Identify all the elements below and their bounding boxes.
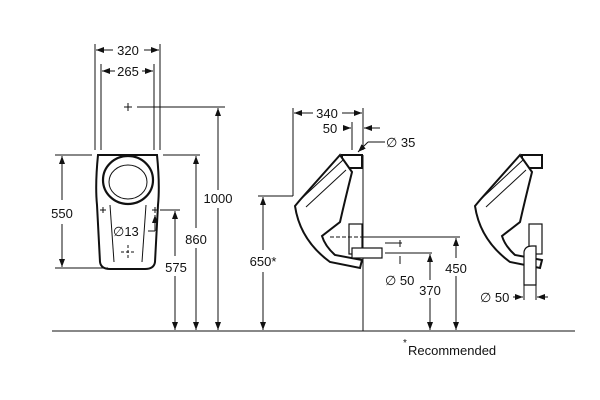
dim-outlet-height: 370 <box>419 283 441 298</box>
side-view-vertical-outlet: ∅ 50 <box>473 153 548 305</box>
footnote: * Recommended <box>403 338 496 358</box>
dim-inlet-diameter-side: ∅ 35 <box>386 135 415 150</box>
vertical-outlet-pipe <box>523 245 537 286</box>
dim-inlet-diameter: ∅13 <box>113 224 139 239</box>
side-view: 340 50 ∅ 35 ∅ 50 650* 370 450 <box>250 106 467 331</box>
dim-body-height: 550 <box>51 206 73 221</box>
dim-total-height: 1000 <box>204 191 233 206</box>
front-view: 320 265 ∅13 550 57 <box>51 43 232 330</box>
urinal-side-body <box>293 153 364 270</box>
dim-width-outer: 320 <box>117 43 139 58</box>
dim-vertical-outlet-diameter: ∅ 50 <box>480 290 509 305</box>
footnote-text: Recommended <box>408 343 496 358</box>
footnote-asterisk: * <box>403 338 407 349</box>
outlet-pipe <box>351 247 383 259</box>
dim-rim-height: 860 <box>185 232 207 247</box>
dim-depth: 340 <box>316 106 338 121</box>
dim-width-inner: 265 <box>117 64 139 79</box>
dim-rim-height-side: 650* <box>250 254 277 269</box>
fixing-point-mark <box>124 103 132 111</box>
bowl-rim <box>101 154 155 206</box>
dim-inlet-height: 575 <box>165 260 187 275</box>
dim-outlet-axis-height: 450 <box>445 261 467 276</box>
dim-inlet-offset: 50 <box>323 121 337 136</box>
outlet-mark <box>121 245 135 259</box>
dim-outlet-diameter: ∅ 50 <box>385 273 414 288</box>
